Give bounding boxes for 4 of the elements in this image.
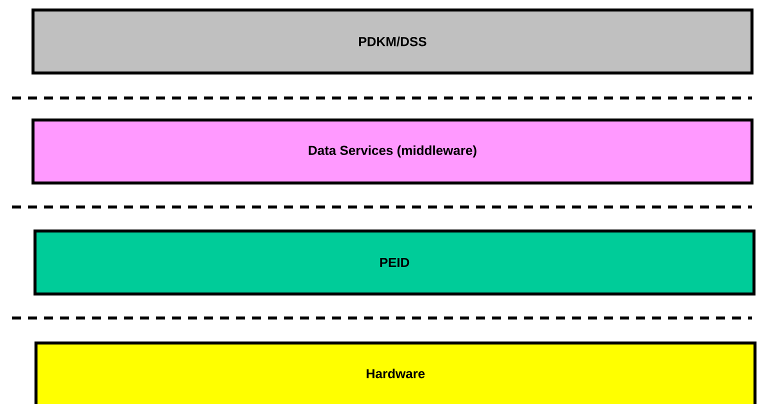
layer-box: Data Services (middleware)	[32, 118, 754, 184]
layer-box: PEID	[34, 229, 756, 296]
layer-box: Hardware	[34, 341, 756, 404]
layer-box: PDKM/DSS	[32, 8, 754, 74]
